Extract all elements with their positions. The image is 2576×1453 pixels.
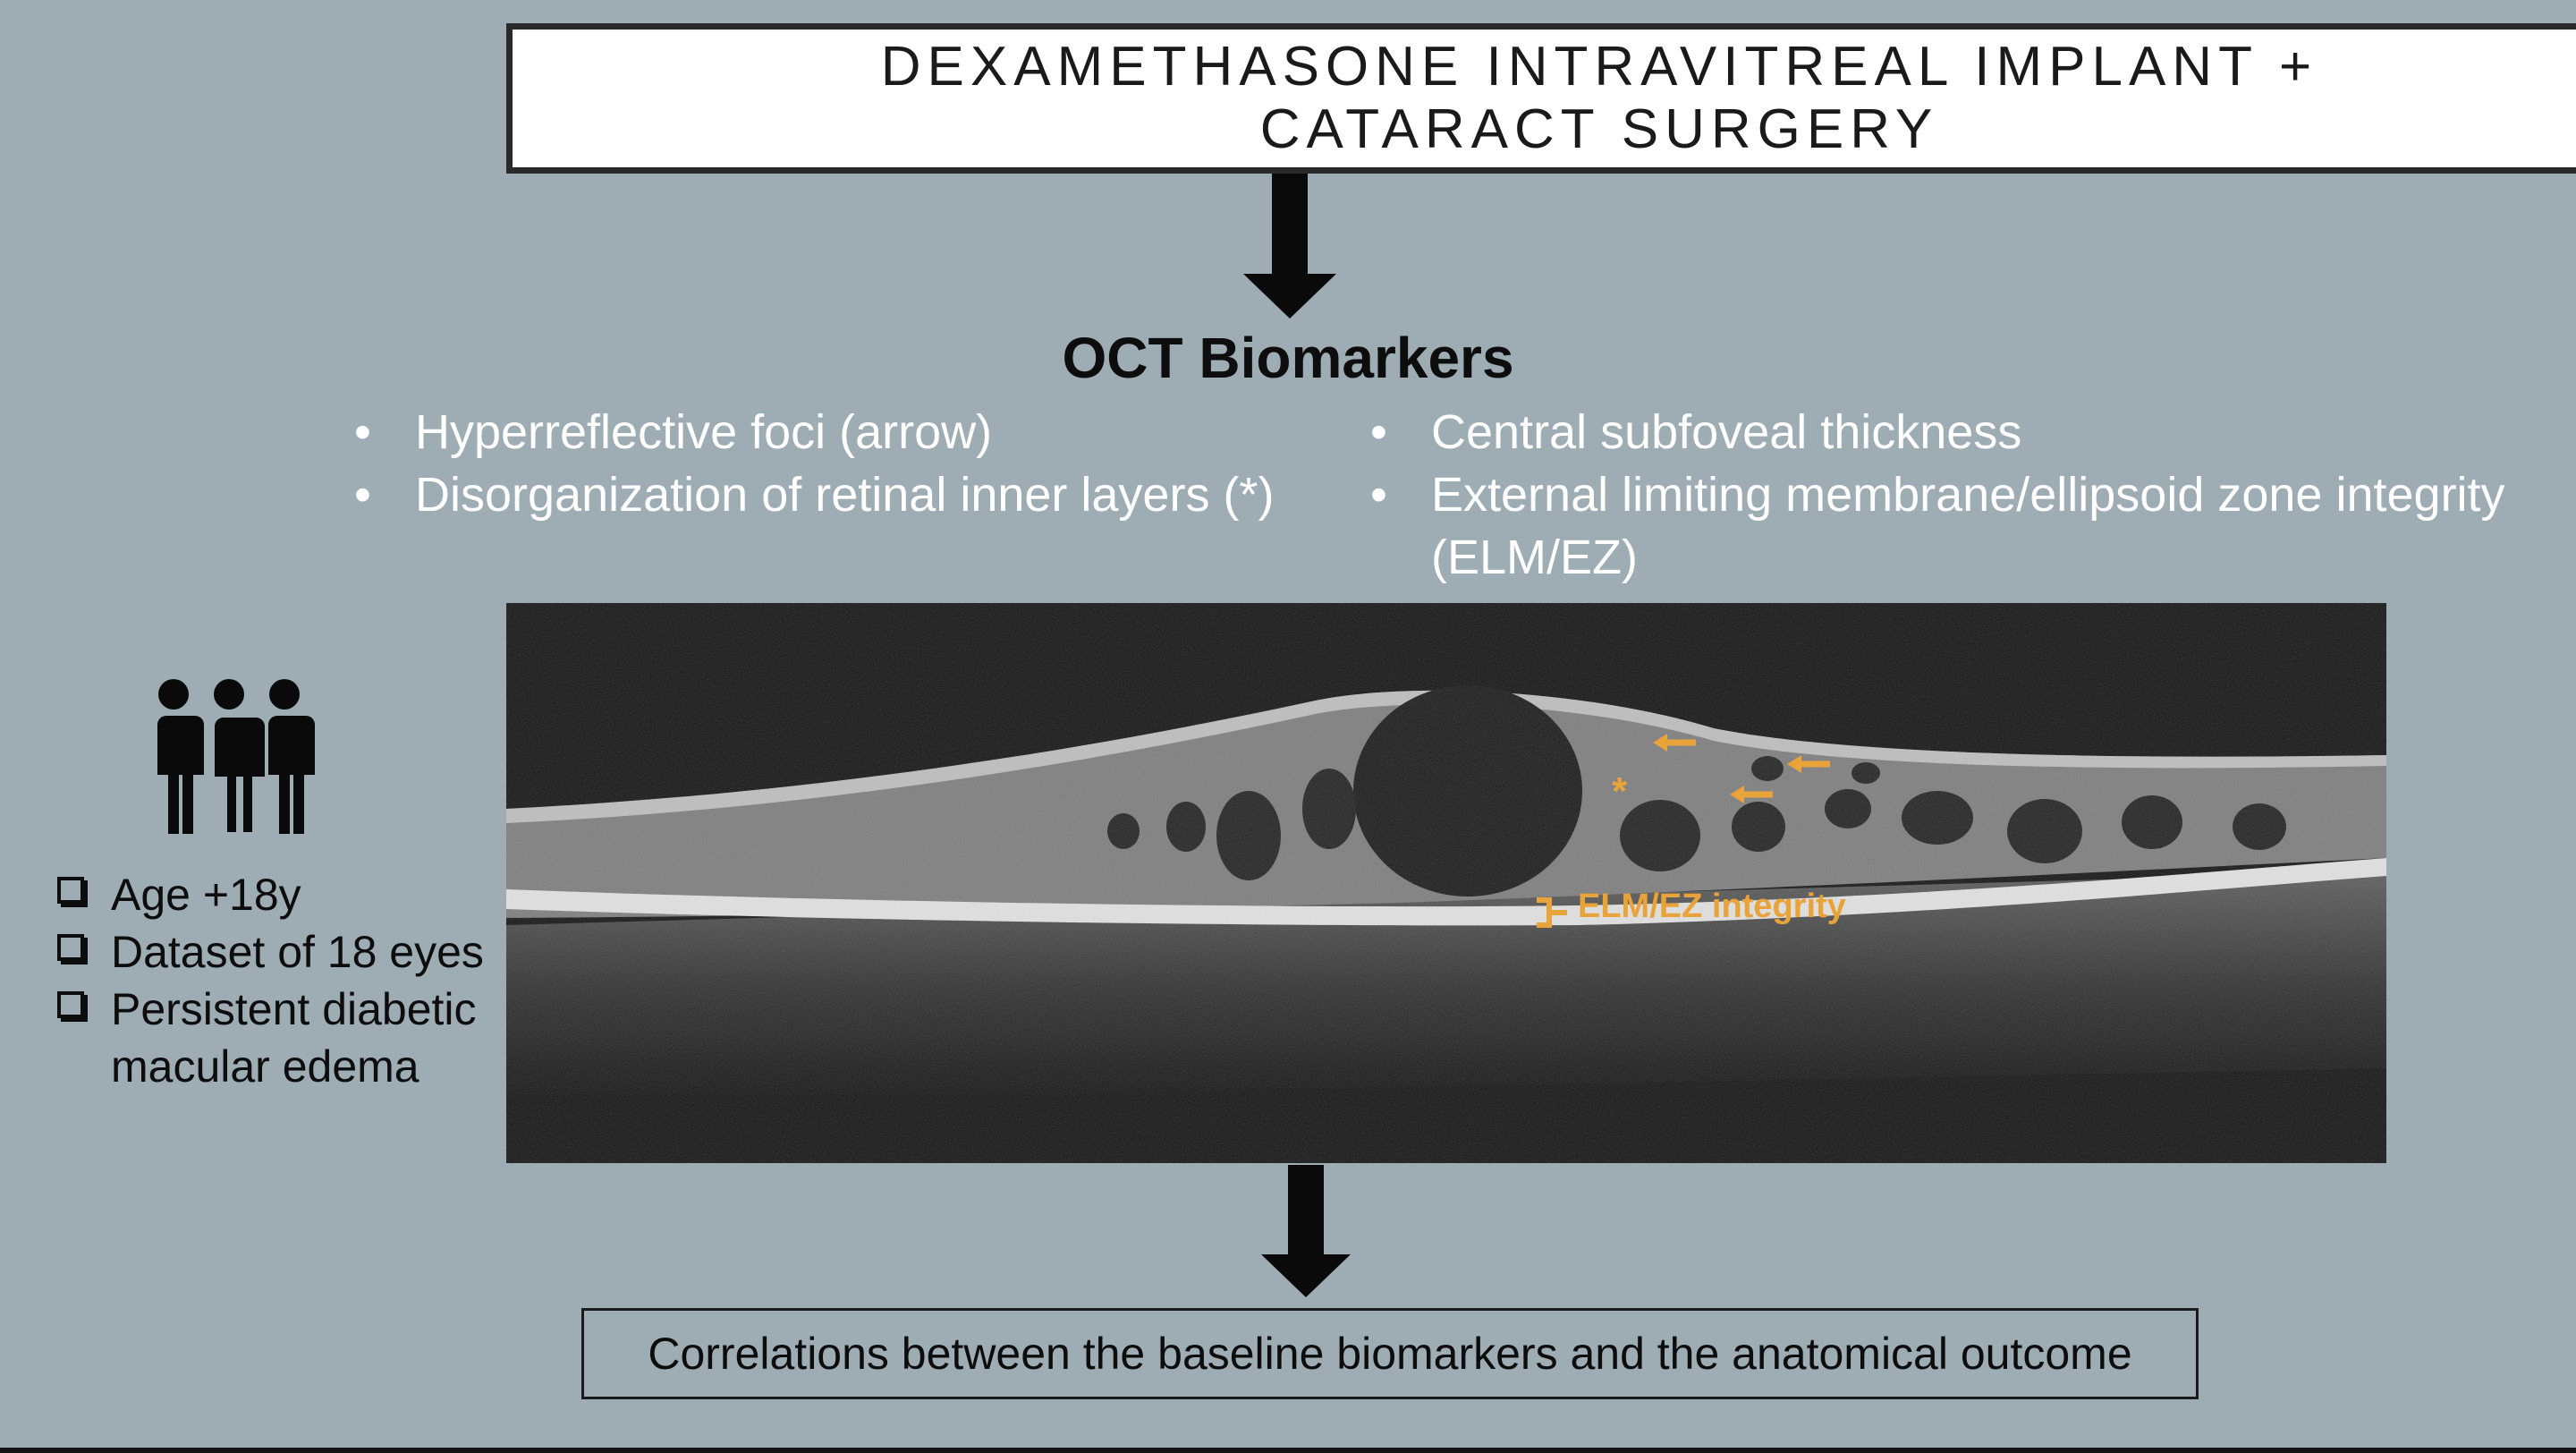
oct-scan-drawing [506, 603, 2386, 1163]
down-arrow-bottom [1261, 1165, 1351, 1299]
people-group-icon [152, 679, 315, 834]
speckle-noise [506, 603, 2386, 1163]
checkbox-icon [57, 991, 84, 1018]
criteria-item: Age +18y [55, 866, 503, 923]
biomarker-item: External limiting membrane/ellipsoid zon… [1370, 463, 2560, 589]
criteria-item: Persistent diabetic macular edema [55, 981, 503, 1095]
oct-scan-image: * ELM/EZ integrity [506, 603, 2386, 1163]
outcome-box: Correlations between the baseline biomar… [581, 1308, 2199, 1399]
down-arrow-top [1243, 174, 1336, 320]
biomarker-item: Hyperreflective foci (arrow) [354, 401, 1365, 463]
checkbox-icon [57, 877, 84, 904]
biomarker-item: Central subfoveal thickness [1370, 401, 2560, 463]
dril-asterisk: * [1612, 769, 1628, 813]
biomarker-list-right: Central subfoveal thickness External lim… [1370, 401, 2560, 589]
elm-bracket-icon [1537, 897, 1567, 928]
hyperreflective-foci-arrows [1653, 734, 1830, 803]
title-box: DEXAMETHASONE INTRAVITREAL IMPLANT + CAT… [506, 23, 2576, 174]
oct-biomarkers-heading: OCT Biomarkers [1062, 326, 1514, 390]
elm-ez-label: ELM/EZ integrity [1578, 888, 1846, 925]
biomarker-item: Disorganization of retinal inner layers … [354, 463, 1365, 526]
bottom-border [0, 1448, 2576, 1453]
checkbox-icon [57, 934, 84, 961]
criteria-item: Dataset of 18 eyes [55, 923, 503, 981]
title-line-2: CATARACT SURGERY [1259, 98, 1939, 160]
title-text: DEXAMETHASONE INTRAVITREAL IMPLANT + CAT… [705, 36, 2494, 161]
biomarker-list-left: Hyperreflective foci (arrow) Disorganiza… [354, 401, 1365, 526]
population-criteria-list: Age +18y Dataset of 18 eyes Persistent d… [55, 866, 503, 1095]
title-line-1: DEXAMETHASONE INTRAVITREAL IMPLANT + [880, 36, 2318, 98]
